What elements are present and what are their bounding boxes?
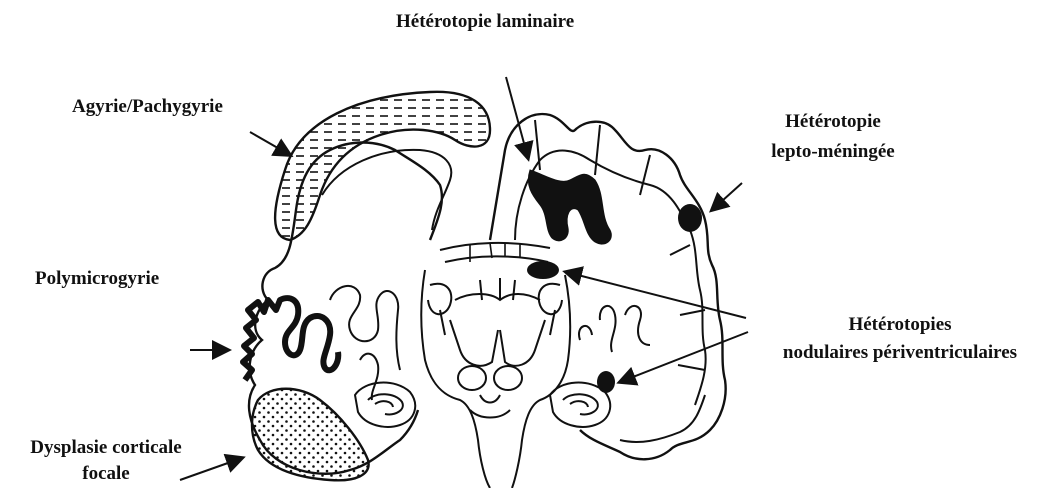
right-hippocampus [550, 383, 610, 427]
label-periventricular-nodular-heterotopia: Hétérotopies nodulaires périventriculair… [744, 313, 1056, 365]
label-dysplasia-line2: focale [8, 462, 204, 486]
polymicrogyria-region [243, 298, 338, 380]
periventricular-nodule-upper [527, 261, 559, 279]
label-agyria-pachygyria: Agyrie/Pachygyrie [72, 95, 223, 119]
label-leptomeningeal-line1: Hétérotopie [748, 110, 918, 134]
laminar-heterotopia-region [528, 170, 611, 244]
label-dysplasia-line1: Dysplasie corticale [8, 436, 204, 460]
periventricular-nodule-lower [597, 371, 615, 393]
central-structures [421, 270, 570, 488]
arrow-nodule-upper [566, 272, 746, 318]
arrow-laminar [506, 77, 528, 158]
right-hemisphere-outline [490, 114, 726, 459]
label-nodular-line1: Hétérotopies [744, 313, 1056, 337]
left-hippocampus [355, 383, 415, 427]
label-leptomeningeal-line2: lepto-méningée [748, 140, 918, 164]
arrow-agyria [250, 132, 290, 155]
label-focal-cortical-dysplasia: Dysplasie corticale focale [8, 436, 204, 486]
arrow-leptomeningeal [712, 183, 742, 210]
label-laminar-heterotopia: Hétérotopie laminaire [396, 10, 574, 34]
label-polymicrogyria: Polymicrogyrie [35, 267, 159, 291]
focal-dysplasia-region [252, 389, 369, 481]
label-leptomeningeal-heterotopia: Hétérotopie lepto-méningée [748, 110, 918, 164]
agyria-region [275, 92, 490, 240]
leptomeningeal-heterotopia [678, 204, 702, 232]
label-nodular-line2: nodulaires périventriculaires [744, 341, 1056, 365]
